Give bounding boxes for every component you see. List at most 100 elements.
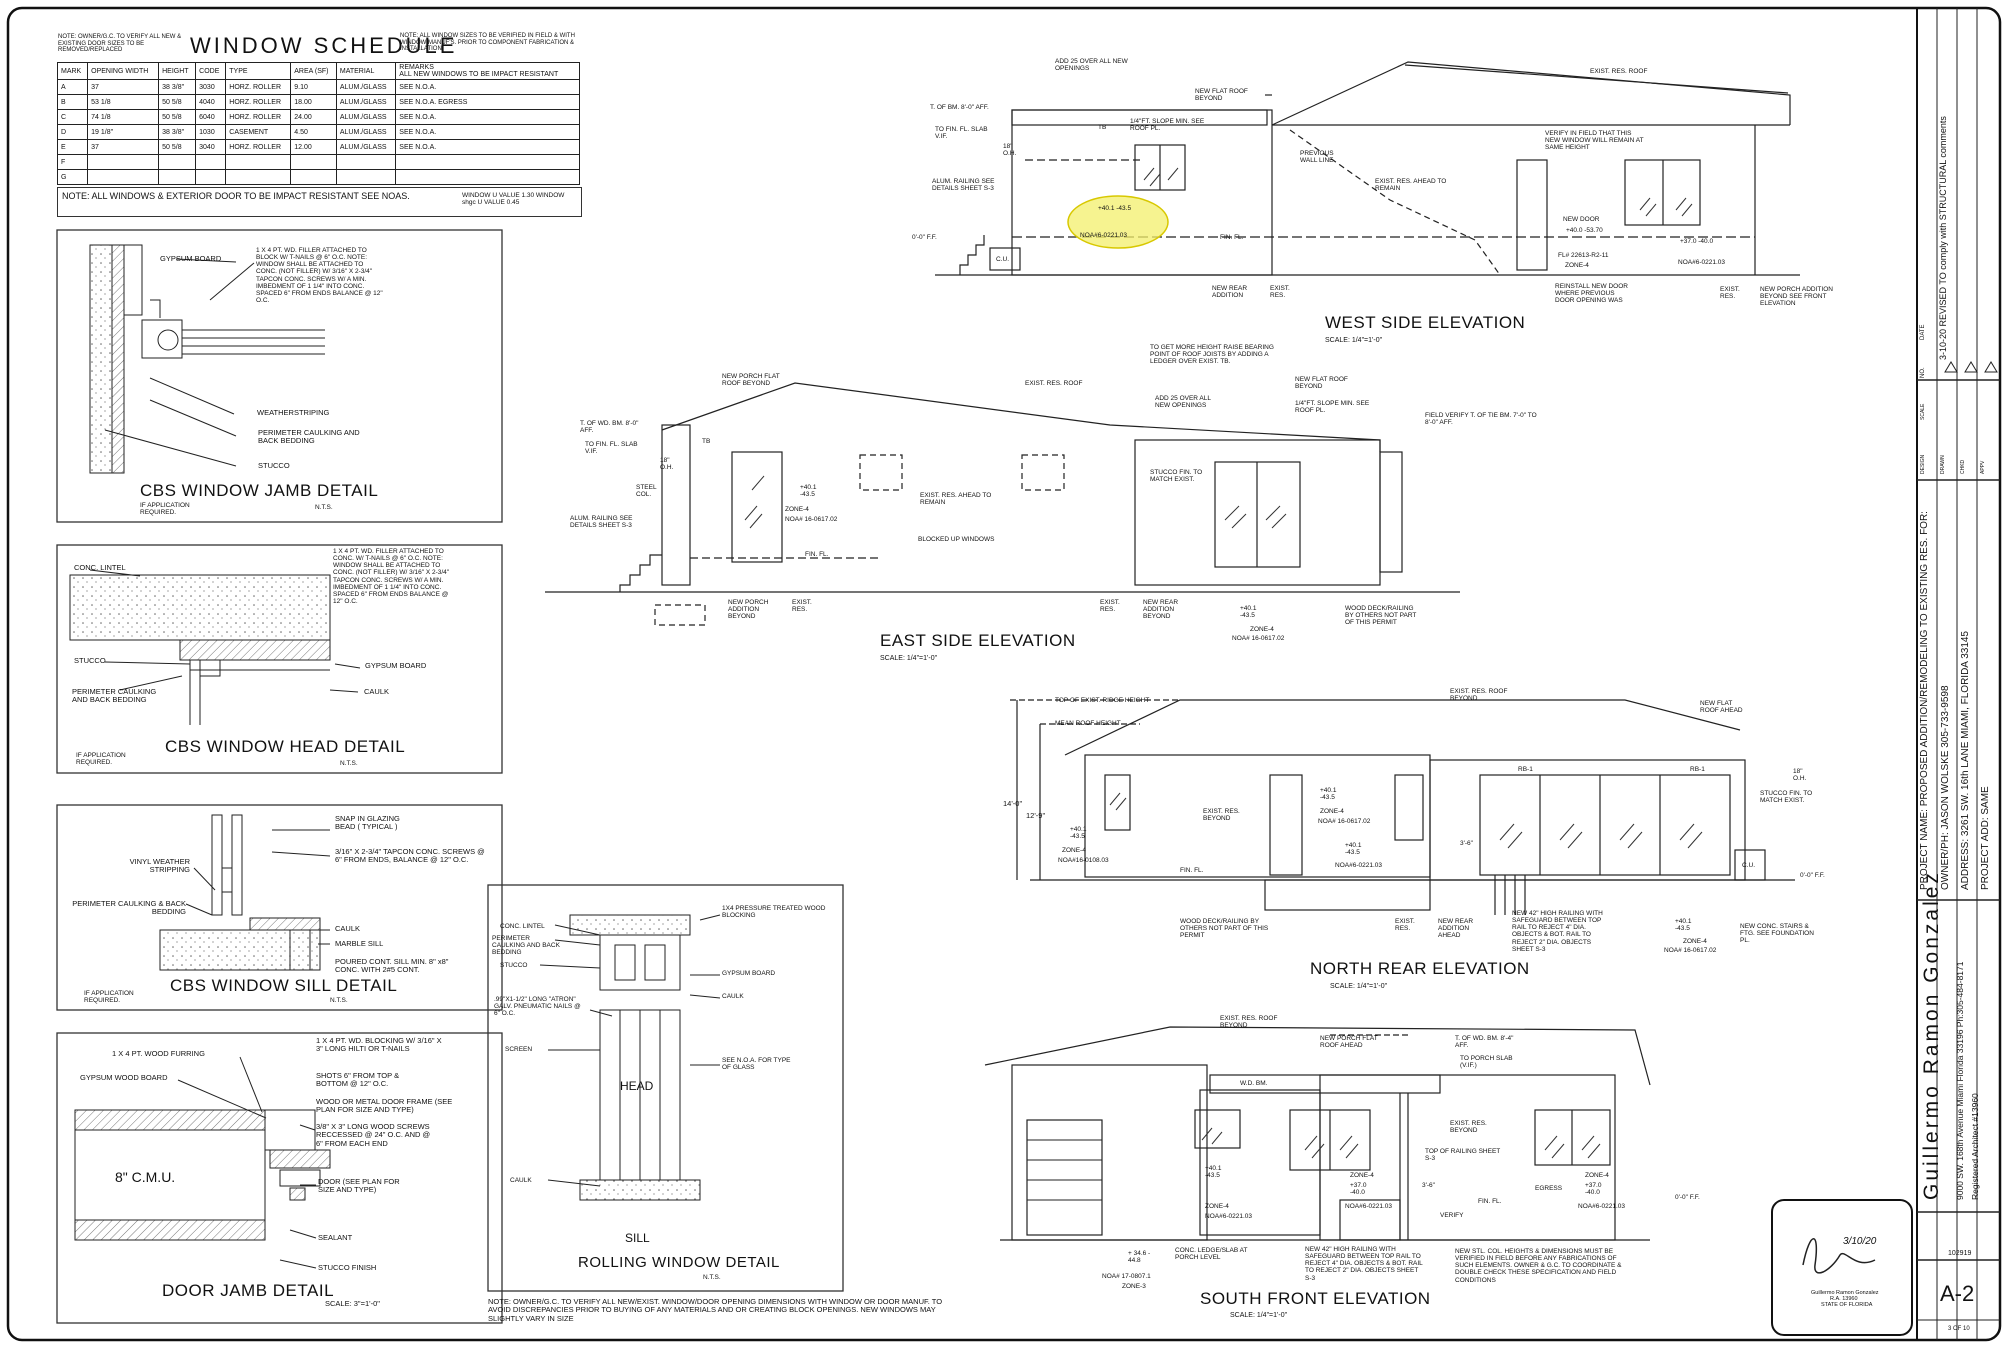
west-elevation-title: WEST SIDE ELEVATION (1325, 313, 1526, 332)
schedule-footer-note: NOTE: ALL WINDOWS & EXTERIOR DOOR TO BE … (62, 191, 410, 201)
east-label: STEEL COL. (636, 484, 657, 499)
roll-label-screen: SCREEN (505, 1046, 533, 1053)
head-label-lintel: CONC. LINTEL (74, 563, 126, 572)
south-elevation-title: SOUTH FRONT ELEVATION (1200, 1289, 1431, 1308)
east-label: FIELD VERIFY T. OF TIE BM. 7'-0" TO 8'-0… (1425, 412, 1537, 427)
rev-no-header: NO. (1920, 367, 1926, 378)
south-label: NOA#6-0221.03 (1345, 1203, 1392, 1210)
sill-detail-note: IF APPLICATION REQUIRED. (84, 990, 134, 1005)
south-label: EGRESS (1535, 1185, 1563, 1192)
south-label: TO PORCH SLAB (V.IF.) (1460, 1055, 1513, 1070)
north-label: WOOD DECK/RAILING BY OTHERS NOT PART OF … (1180, 918, 1269, 940)
south-label: +37.0 -40.0 (1350, 1182, 1367, 1197)
north-label: 14'-0" (1003, 799, 1023, 808)
west-label: 0'-0" F.F. (912, 234, 937, 241)
east-label: 1/4"FT. SLOPE MIN. SEE ROOF PL. (1295, 400, 1370, 415)
east-label: EXIST. RES. (1100, 599, 1120, 614)
jamb-label-weatherstrip: WEATHERSTRIPING (257, 408, 330, 417)
sill-label-poured: POURED CONT. SILL MIN. 8" x8" CONC. WITH… (335, 957, 449, 975)
south-label: EXIST. RES. BEYOND (1450, 1120, 1487, 1135)
revision-cloud-highlight (1067, 195, 1169, 249)
west-label: NEW DOOR (1563, 216, 1600, 223)
north-elevation-title: NORTH REAR ELEVATION (1310, 959, 1530, 978)
head-detail-scale: N.T.S. (340, 760, 358, 767)
east-label: NOA# 16-0617.02 (1232, 635, 1285, 642)
door-label-shots: SHOTS 6" FROM TOP & BOTTOM @ 12" O.C. (316, 1071, 400, 1089)
west-label: REINSTALL NEW DOOR WHERE PREVIOUS DOOR O… (1555, 283, 1628, 305)
roll-label-caulk: CAULK (722, 993, 744, 1000)
sheet-border (6, 6, 2002, 1342)
north-label: RB-1 (1690, 766, 1705, 773)
col-material: MATERIAL (335, 62, 397, 80)
south-label: CONC. LEDGE/SLAB AT PORCH LEVEL (1175, 1247, 1248, 1262)
sill-label-caulking: PERIMETER CAULKING & BACK BEDDING (72, 899, 186, 917)
north-label: NEW 42" HIGH RAILING WITH SAFEGUARD BETW… (1512, 910, 1603, 953)
west-label: 18" O.H. (1003, 143, 1017, 158)
west-label: +40.0 -53.70 (1566, 227, 1603, 234)
north-label: 0'-0" F.F. (1800, 872, 1825, 879)
north-label: FIN. FL. (1180, 867, 1204, 874)
door-label-stucco: STUCCO FINISH (318, 1263, 377, 1272)
east-label: TO GET MORE HEIGHT RAISE BEARING POINT O… (1150, 344, 1274, 366)
west-elevation-scale: SCALE: 1/4"=1'-0" (1325, 337, 1383, 344)
sill-detail-scale: N.T.S. (330, 997, 348, 1004)
north-label: EXIST. RES. (1395, 918, 1415, 933)
architect-address: 9000 SW. 168th Avenue Miami Florida 3319… (1955, 961, 1965, 1200)
west-label: T. OF BM. 8'-0" AFF. (930, 104, 989, 111)
head-label-caulking: PERIMETER CAULKING AND BACK BEDDING (72, 687, 157, 705)
head-label-filler: 1 X 4 PT. WD. FILLER ATTACHED TO CONC. W… (333, 548, 450, 605)
west-label: EXIST. RES. (1720, 286, 1740, 301)
south-label: +40.1 -43.5 (1205, 1165, 1222, 1180)
south-label: EXIST. RES. ROOF BEYOND (1220, 1015, 1278, 1030)
west-label: C.U. (996, 256, 1009, 263)
east-label: NOA# 16-0617.02 (785, 516, 838, 523)
door-label-screws: 3/8" X 3" LONG WOOD SCREWS RECCESSED @ 2… (316, 1122, 431, 1148)
rolling-detail-scale: N.T.S. (703, 1274, 721, 1281)
job-number: 102919 (1948, 1250, 1972, 1257)
sheet-number: A-2 (1940, 1281, 1975, 1306)
east-label: 18" O.H. (660, 457, 674, 472)
sill-label-bead: SNAP IN GLAZING BEAD ( TYPICAL ) (335, 814, 400, 832)
table-row: G (56, 169, 580, 185)
sill-label-caulk: CAULK (335, 924, 361, 933)
head-label-stucco: STUCCO (74, 656, 106, 665)
north-label: NEW CONC. STAIRS & FTG. SEE FOUNDATION P… (1740, 923, 1814, 945)
door-label-sealant: SEALANT (318, 1233, 353, 1242)
north-label: 12'-9" (1026, 811, 1046, 820)
signature-date: 3/10/20 (1843, 1236, 1877, 1247)
east-label: EXIST. RES. AHEAD TO REMAIN (920, 492, 992, 507)
schedule-header-row: MARK OPENING WIDTH HEIGHT CODE TYPE AREA… (56, 62, 580, 80)
schedule-note-right: NOTE: ALL WINDOW SIZES TO BE VERIFIED IN… (400, 33, 575, 53)
head-detail-note: IF APPLICATION REQUIRED. (76, 752, 126, 767)
west-label: ZONE-4 (1565, 262, 1589, 269)
south-label: VERIFY (1440, 1212, 1464, 1219)
architect-registration: Registered Architect #13960 (1970, 1093, 1980, 1200)
east-label: NEW PORCH FLAT ROOF BEYOND (722, 373, 780, 388)
south-label: ZONE-4 (1205, 1203, 1229, 1210)
west-label: ALUM. RAILING SEE DETAILS SHEET S-3 (932, 178, 995, 193)
project-name: PROJECT NAME: PROPOSED ADDITION/REMODELI… (1919, 511, 1930, 890)
south-label: W.D. BM. (1240, 1080, 1268, 1087)
signature-icon (1802, 1238, 1876, 1274)
east-label: NEW REAR ADDITION BEYOND (1143, 599, 1179, 621)
jamb-detail-note: IF APPLICATION REQUIRED. (140, 502, 190, 517)
south-label: +37.0 -40.0 (1585, 1182, 1602, 1197)
north-label: NEW FLAT ROOF AHEAD (1700, 700, 1743, 715)
north-label: EXIST. RES. BEYOND (1203, 808, 1240, 823)
door-label-door: DOOR (SEE PLAN FOR SIZE AND TYPE) (318, 1177, 400, 1195)
design-header: DESIGN (1920, 454, 1926, 474)
south-label: 3'-6" (1422, 1182, 1435, 1189)
north-label: 3'-6" (1460, 840, 1473, 847)
east-label: ZONE-4 (1250, 626, 1274, 633)
west-elevation-drawing (935, 61, 1800, 276)
col-height: HEIGHT (158, 62, 197, 80)
north-label: ZONE-4 (1683, 938, 1707, 945)
west-label: EXIST. RES. ROOF (1590, 68, 1648, 75)
seal-state: STATE OF FLORIDA (1821, 1302, 1873, 1308)
sill-detail-title: CBS WINDOW SILL DETAIL (170, 976, 398, 995)
